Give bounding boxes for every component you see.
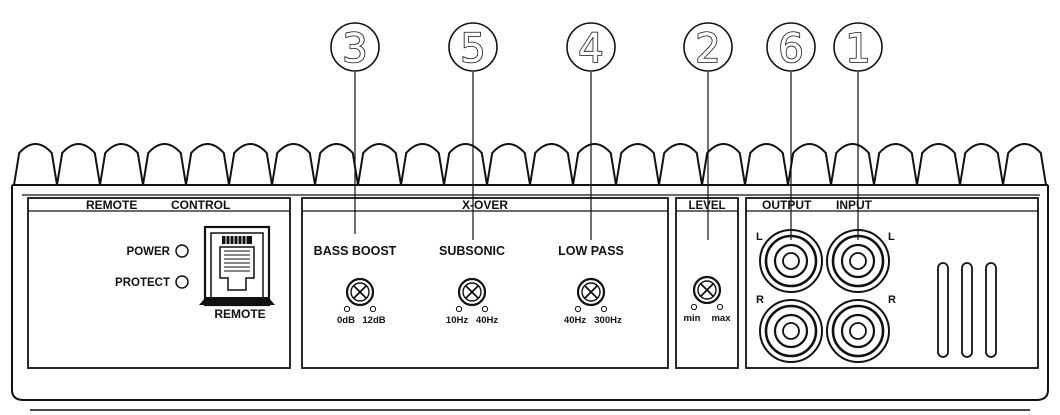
- output-right-rca-jack[interactable]: [759, 299, 823, 363]
- low-pass-title: LOW PASS: [558, 244, 624, 258]
- remote-jack-icon: [199, 225, 275, 307]
- input-title: INPUT: [836, 198, 873, 212]
- level-max-label: max: [711, 313, 731, 324]
- low-pass-max-label: 300Hz: [594, 315, 622, 326]
- callout-leaders: [354, 72, 859, 240]
- output-title: OUTPUT: [762, 198, 812, 212]
- heatsink-fins: [13, 143, 1047, 186]
- subsonic-knob[interactable]: [455, 277, 489, 313]
- chassis: [11, 184, 1049, 411]
- protect-label: PROTECT: [115, 277, 170, 289]
- output-left-label: L: [756, 231, 763, 243]
- low-pass-min-label: 40Hz: [564, 315, 586, 326]
- callout-3: 3: [330, 22, 380, 73]
- callout-5-number: 5: [460, 26, 485, 72]
- remote-panel-title-left: REMOTE: [86, 198, 137, 212]
- input-right-rca-jack[interactable]: [826, 299, 890, 363]
- input-left-label: L: [888, 231, 895, 243]
- x-over-title: X-OVER: [462, 198, 508, 212]
- io-panel: OUTPUT INPUT: [745, 197, 1039, 369]
- bass-boost-title: BASS BOOST: [314, 244, 397, 258]
- level-min-label: min: [684, 313, 701, 324]
- callout-1-number: 1: [845, 26, 870, 72]
- callout-4: 4: [566, 22, 616, 73]
- callout-2-number: 2: [695, 26, 720, 72]
- level-panel: LEVEL: [675, 197, 739, 369]
- power-indicator: POWER: [127, 244, 189, 258]
- protect-led-icon: [175, 275, 189, 289]
- remote-control-panel: REMOTE CONTROL: [27, 197, 291, 369]
- callout-6-number: 6: [778, 26, 803, 72]
- callout-2: 2: [683, 22, 733, 73]
- bass-boost-knob[interactable]: [343, 277, 377, 313]
- subsonic-max-label: 40Hz: [476, 315, 498, 326]
- subsonic-min-label: 10Hz: [446, 315, 468, 326]
- protect-indicator: PROTECT: [115, 275, 189, 289]
- power-led-icon: [175, 244, 189, 258]
- low-pass-knob[interactable]: [574, 277, 608, 313]
- level-knob[interactable]: [690, 275, 724, 311]
- callout-5: 5: [448, 22, 498, 73]
- callout-3-number: 3: [342, 26, 367, 72]
- subsonic-title: SUBSONIC: [439, 244, 505, 258]
- remote-panel-title-right: CONTROL: [171, 198, 230, 212]
- bass-boost-max-label: 12dB: [362, 315, 385, 326]
- output-right-label: R: [756, 294, 764, 306]
- vent-slots: [937, 262, 997, 358]
- input-right-label: R: [888, 294, 896, 306]
- bass-boost-min-label: 0dB: [337, 315, 355, 326]
- power-label: POWER: [127, 246, 171, 258]
- callout-4-number: 4: [578, 26, 603, 72]
- callout-6: 6: [766, 22, 816, 73]
- callout-1: 1: [833, 22, 883, 73]
- remote-jack-label: REMOTE: [214, 307, 265, 321]
- level-title: LEVEL: [688, 200, 725, 212]
